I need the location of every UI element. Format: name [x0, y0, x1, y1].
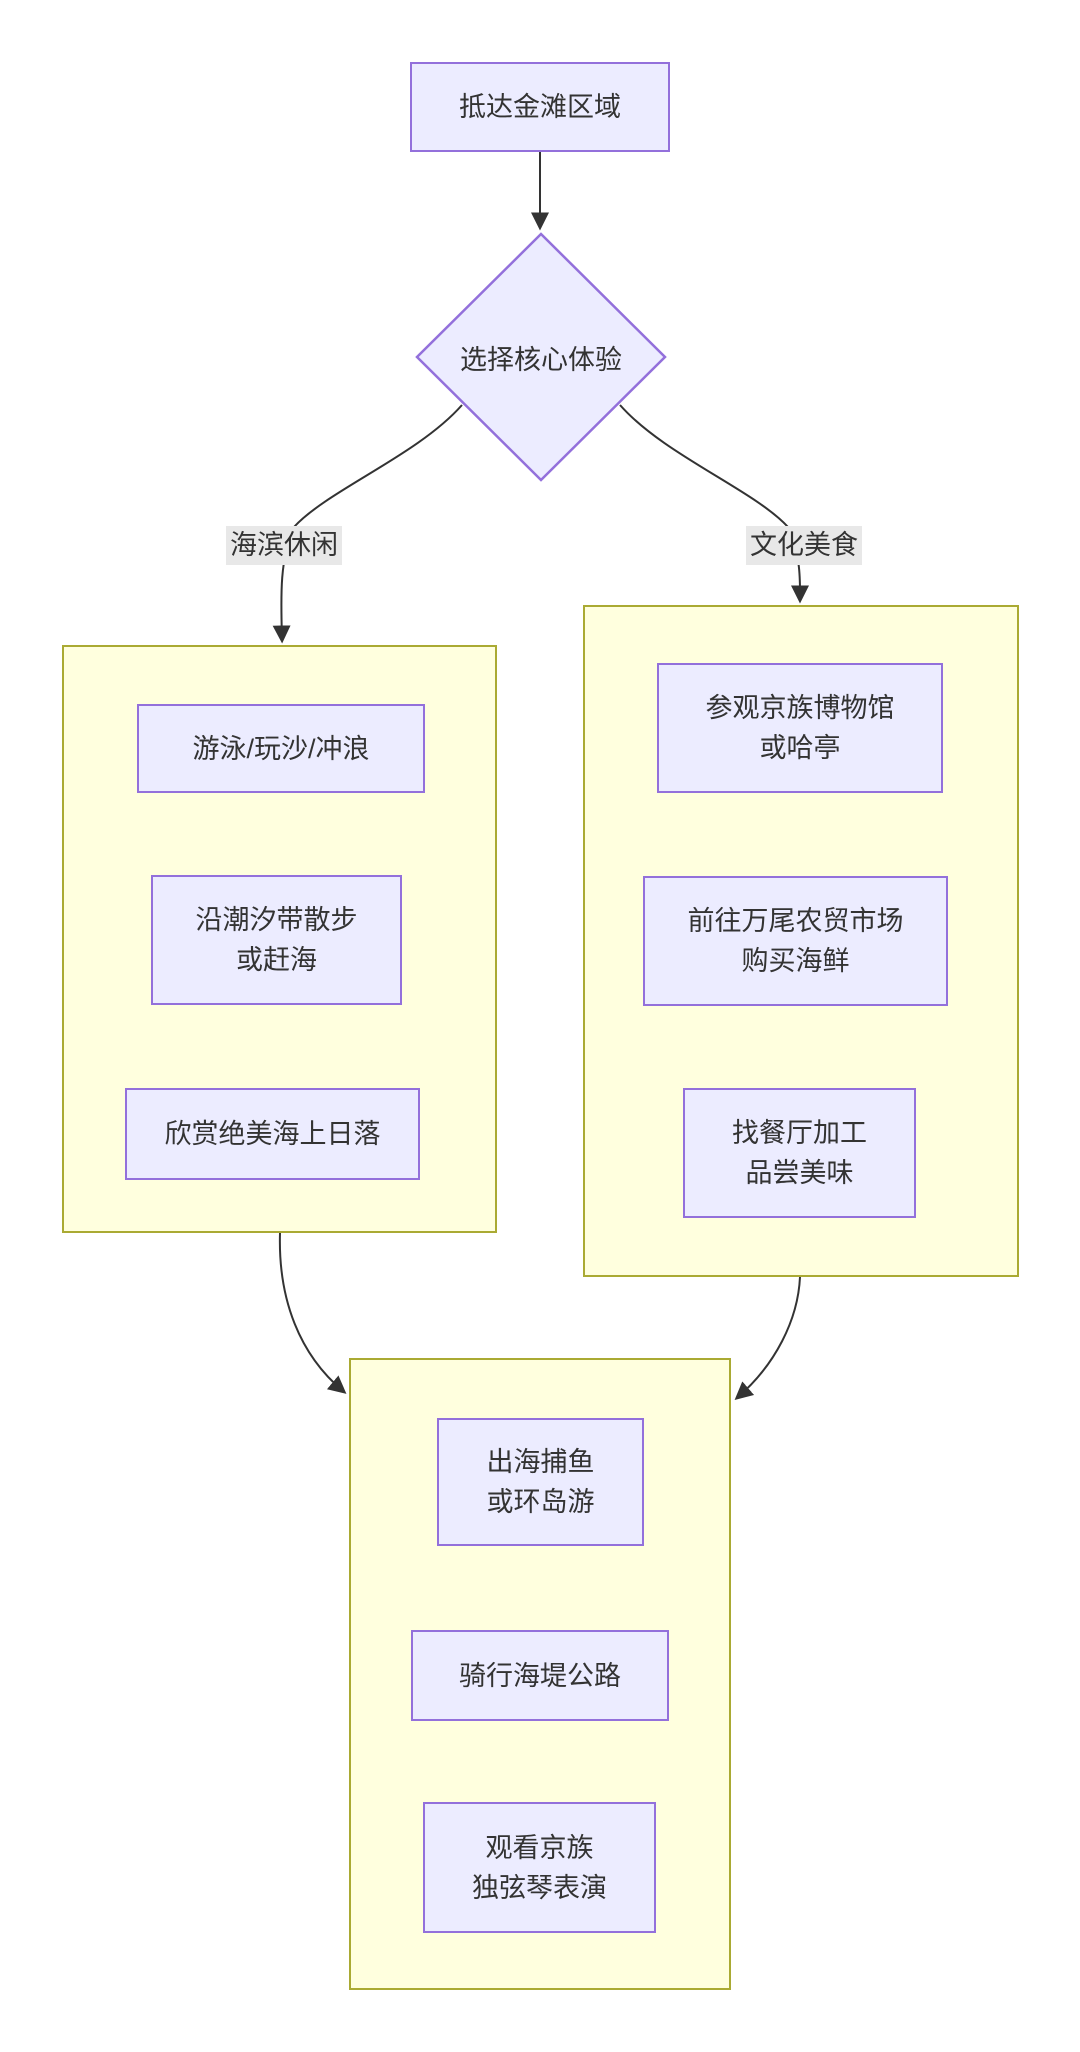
beach-step-1: 游泳/玩沙/冲浪: [137, 704, 425, 793]
beach-step-2: 沿潮汐带散步 或赶海: [151, 875, 402, 1005]
step-line: 出海捕鱼: [486, 1447, 595, 1477]
step-line: 独弦琴表演: [472, 1872, 607, 1903]
shared-step-3: 观看京族 独弦琴表演: [423, 1802, 656, 1933]
step-line: 前往万尾农贸市场: [687, 906, 904, 936]
shared-step-2: 骑行海堤公路: [411, 1630, 669, 1721]
step-line: 品尝美味: [745, 1158, 854, 1188]
edge-label-culture: 文化美食: [746, 526, 862, 565]
start-node-label: 抵达金滩区域: [459, 92, 621, 122]
decision-node-text: 选择核心体验: [460, 344, 622, 375]
step-line: 或环岛游: [486, 1487, 595, 1517]
step-line: 参观京族博物馆: [705, 693, 895, 723]
shared-step-1: 出海捕鱼 或环岛游: [437, 1418, 644, 1546]
edge-culture-to-shared: [734, 1276, 801, 1400]
step-line: 找餐厅加工: [732, 1118, 867, 1148]
step-line: 骑行海堤公路: [459, 1660, 621, 1691]
step-line: 游泳/玩沙/冲浪: [192, 733, 370, 764]
step-line: 或哈亭: [759, 733, 841, 763]
culture-step-3: 找餐厅加工 品尝美味: [683, 1088, 916, 1218]
step-line: 或赶海: [236, 945, 317, 975]
decision-node-label: 选择核心体验: [417, 234, 665, 480]
culture-step-2: 前往万尾农贸市场 购买海鲜: [643, 876, 948, 1006]
edge-beach-to-shared: [278, 1232, 347, 1394]
step-line: 购买海鲜: [741, 946, 850, 976]
edge-label-beach: 海滨休闲: [226, 526, 342, 565]
step-line: 欣赏绝美海上日落: [164, 1119, 381, 1149]
step-line: 观看京族: [485, 1832, 594, 1863]
step-line: 沿潮汐带散步: [195, 905, 358, 935]
start-node: 抵达金滩区域: [410, 62, 670, 152]
culture-step-1: 参观京族博物馆 或哈亭: [657, 663, 943, 793]
beach-step-3: 欣赏绝美海上日落: [125, 1088, 420, 1180]
